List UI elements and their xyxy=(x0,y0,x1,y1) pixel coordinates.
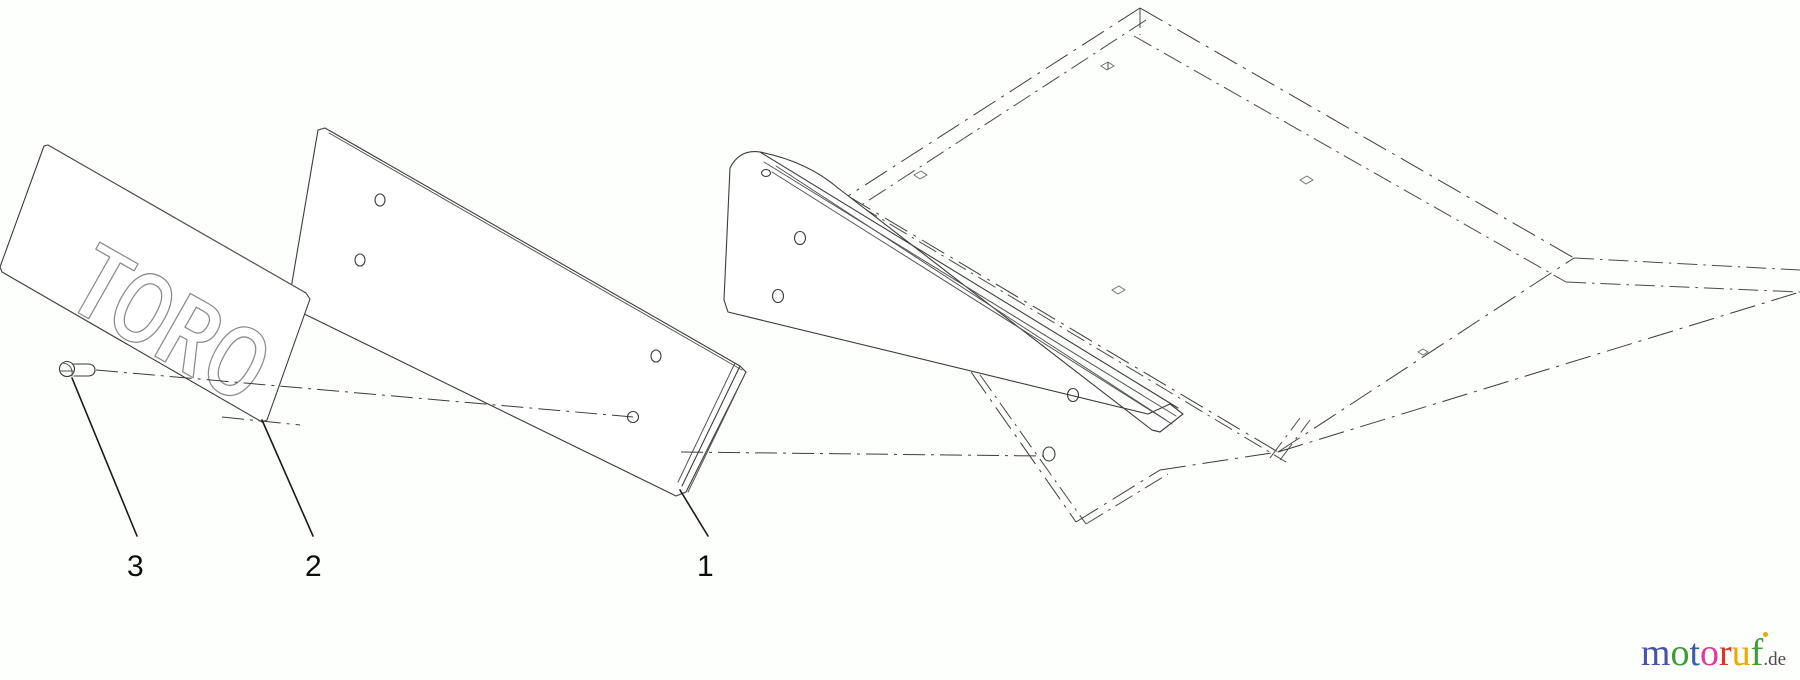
wm-letter-f-wrap: f xyxy=(1750,632,1769,674)
wm-letter-r: r xyxy=(1719,632,1732,674)
wm-letter-u: u xyxy=(1731,632,1751,674)
callout-leader-lines xyxy=(71,377,709,537)
chassis-phantom-assembly xyxy=(847,7,1800,525)
sheet-metal-bracket xyxy=(287,127,747,497)
callout-number-2: 2 xyxy=(305,550,322,583)
callout-number-3: 3 xyxy=(127,550,144,583)
wm-tld: .de xyxy=(1763,649,1786,670)
toro-wordmark xyxy=(77,241,267,397)
wm-letter-o2: o xyxy=(1700,632,1719,674)
callout-number-1: 1 xyxy=(697,550,714,583)
wm-letter-f: f xyxy=(1750,632,1764,674)
wm-letter-m: m xyxy=(1640,632,1671,674)
wm-letter-o1: o xyxy=(1670,632,1690,674)
side-panel-solid xyxy=(723,151,1184,462)
toro-decal-panel xyxy=(0,144,311,423)
assembly-centerlines xyxy=(95,369,1045,457)
wm-accent-dot-icon xyxy=(1763,632,1769,637)
wm-letter-t: t xyxy=(1689,632,1700,674)
fastener-rivet xyxy=(58,360,96,378)
motoruf-watermark: motoruf.de xyxy=(1640,632,1786,674)
